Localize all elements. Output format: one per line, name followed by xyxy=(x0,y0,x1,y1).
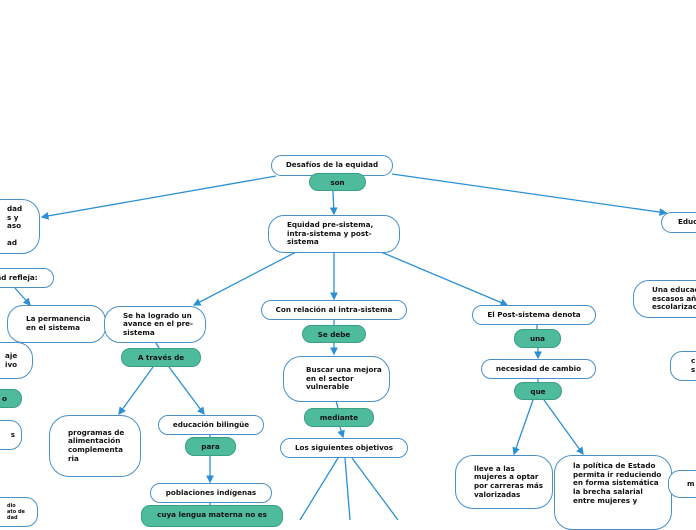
node-left-aje[interactable]: aje ivo xyxy=(0,342,33,379)
node-programas-alimentacion[interactable]: programas de alimentación complementa ri… xyxy=(49,415,141,477)
edge-que-politica xyxy=(543,399,584,456)
edge-objetivos-1 xyxy=(299,457,339,520)
node-intra-sistema[interactable]: Con relación al intra-sistema xyxy=(261,300,407,320)
node-right-c[interactable]: c s xyxy=(670,351,696,381)
node-educacion-escasos[interactable]: Una educac escasos añ escolarizac xyxy=(633,280,696,318)
link-para[interactable]: para xyxy=(185,437,236,456)
node-necesidad-cambio[interactable]: necesidad de cambio xyxy=(481,359,596,379)
node-siguientes-objetivos[interactable]: Los siguientes objetivos xyxy=(280,438,408,458)
link-se-debe[interactable]: Se debe xyxy=(302,325,366,343)
link-left-o[interactable]: o xyxy=(0,389,22,408)
node-left-top-label: dad s y aso ad xyxy=(7,203,23,248)
node-educacion-escasos-label: Una educac escasos añ escolarizac xyxy=(652,285,696,312)
node-left-bottom-label: dio ato de dad xyxy=(7,503,25,521)
edge-objetivos-2 xyxy=(344,457,351,520)
edge-mediante-objetivos xyxy=(337,426,345,439)
link-a-traves-de[interactable]: A través de xyxy=(121,348,201,367)
node-educacion-bilingue[interactable]: educación bilingüe xyxy=(158,415,264,435)
node-left-top[interactable]: dad s y aso ad xyxy=(0,199,40,254)
edge-equidad-post xyxy=(380,251,509,307)
node-right-c-label: c s xyxy=(691,356,696,374)
link-que[interactable]: que xyxy=(514,382,562,400)
edge-que-lleve xyxy=(512,399,534,456)
node-right-m[interactable]: m xyxy=(668,470,696,498)
link-son[interactable]: son xyxy=(309,173,366,191)
node-left-aje-label: aje ivo xyxy=(5,350,18,369)
node-post-sistema[interactable]: El Post-sistema denota xyxy=(472,305,596,325)
node-left-bottom[interactable]: dio ato de dad xyxy=(0,497,38,527)
edge-traves-bilingue xyxy=(168,366,205,416)
link-mediante[interactable]: mediante xyxy=(304,408,374,427)
edge-root-left xyxy=(40,175,277,220)
node-politica-estado[interactable]: la política de Estado permita ir reducie… xyxy=(554,455,672,530)
node-educ-right[interactable]: Educ xyxy=(661,212,696,233)
edge-son-equidad xyxy=(329,190,338,216)
edge-logrado-traves xyxy=(155,342,160,349)
node-se-ha-logrado[interactable]: Se ha logrado un avance en el pre-sistem… xyxy=(104,306,206,343)
edge-buscar-mediante xyxy=(335,400,339,409)
link-cuya-lengua-materna[interactable]: cuya lengua materna no es xyxy=(141,505,283,527)
node-equidad-pre-intra-post[interactable]: Equidad pre-sistema, intra-sistema y pos… xyxy=(268,215,400,253)
node-poblaciones-indigenas[interactable]: poblaciones indígenas xyxy=(150,483,272,503)
node-buscar-mejora[interactable]: Buscar una mejora en el sector vulnerabl… xyxy=(283,356,390,402)
edge-root-right xyxy=(391,173,668,216)
node-permanencia[interactable]: La permanencia en el sistema xyxy=(7,305,106,343)
edge-traves-programas xyxy=(118,366,154,416)
node-refleja[interactable]: ad refleja: xyxy=(0,268,54,288)
edge-equidad-logrado xyxy=(192,251,297,306)
edge-objetivos-3 xyxy=(351,457,399,520)
link-una[interactable]: una xyxy=(514,329,561,348)
node-lleve-mujeres[interactable]: lleve a las mujeres a optar por carreras… xyxy=(455,455,553,509)
edge-refleja-permanencia xyxy=(14,287,31,306)
node-left-s[interactable]: s xyxy=(0,420,22,450)
